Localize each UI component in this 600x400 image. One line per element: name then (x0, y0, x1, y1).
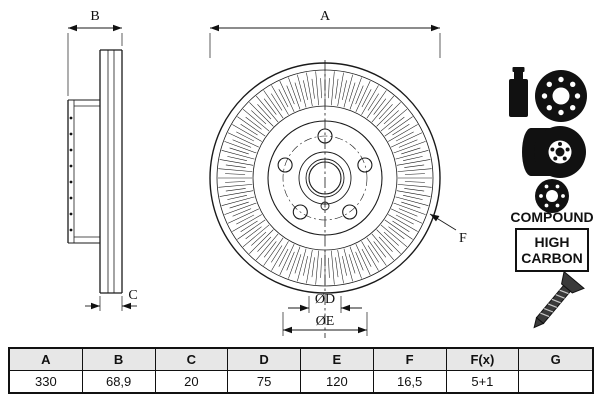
front-view: A (209, 9, 467, 338)
dimension-table: A B C D E F F(x) G 330 68,9 20 75 120 16… (8, 347, 594, 394)
table-value-B: 68,9 (83, 371, 156, 392)
compound-disc-icon (535, 179, 569, 213)
table-header-A: A (10, 349, 83, 371)
table-header-Fx: F(x) (446, 349, 520, 371)
dim-label-D: ØD (315, 292, 335, 307)
table-value-A: 330 (10, 371, 83, 392)
side-view: B (67, 9, 138, 311)
table-value-D: 75 (228, 371, 301, 392)
drawing-canvas: B (67, 9, 594, 338)
table-header-D: D (228, 349, 301, 371)
compound-label: COMPOUND (510, 209, 593, 225)
table-header-F: F (373, 349, 447, 371)
table-value-F: 16,5 (374, 371, 447, 392)
table-value-Fx: 5+1 (447, 371, 520, 392)
table-header-C: C (155, 349, 229, 371)
ventilation-vanes (218, 71, 432, 285)
dim-label-B: B (90, 9, 99, 24)
dim-label-A: A (320, 9, 331, 24)
coated-disc-icon (522, 126, 586, 178)
bolt-circle-centerline (282, 135, 368, 221)
table-value-G (519, 371, 592, 392)
bottle-and-disc-icon (509, 67, 587, 122)
table-header-B: B (82, 349, 156, 371)
dim-label-F: F (459, 231, 467, 246)
high-carbon-line1: HIGH (535, 234, 570, 250)
table-header-E: E (301, 349, 374, 371)
dim-label-E: ØE (316, 314, 335, 329)
table-value-C: 20 (156, 371, 229, 392)
locating-pin-hole (320, 201, 330, 211)
product-feature-icons: COMPOUND HIGH CARBON (509, 67, 594, 329)
countersunk-screw-icon (533, 270, 585, 329)
bolt-holes (277, 128, 373, 220)
high-carbon-badge: HIGH CARBON (515, 228, 589, 272)
table-header-G: G (519, 349, 592, 371)
dim-label-C: C (128, 288, 137, 303)
hat-rivet-dots (69, 116, 73, 232)
high-carbon-line2: CARBON (521, 250, 582, 266)
table-value-E: 120 (301, 371, 374, 392)
